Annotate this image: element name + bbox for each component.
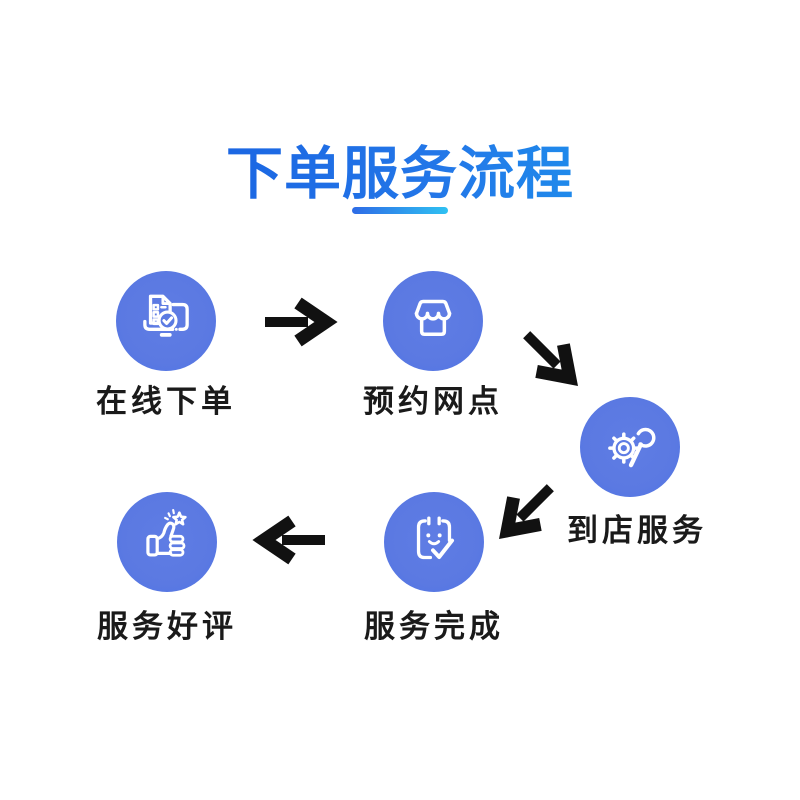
arrow-down-right-icon (508, 316, 591, 399)
arrow-right-icon (263, 297, 338, 347)
title-underline (352, 207, 448, 214)
page-title: 下单服务流程 (0, 128, 800, 210)
clipboard-smile-check-icon (401, 507, 467, 578)
gear-wrench-icon (597, 412, 663, 483)
step-label-in-store-service: 到店服务 (567, 513, 707, 548)
arrow-down-left-icon (485, 469, 568, 552)
step-circle-reserve-store (383, 271, 483, 371)
step-label-service-complete: 服务完成 (364, 609, 504, 644)
step-circle-service-complete (384, 492, 484, 592)
step-circle-online-order (116, 271, 216, 371)
step-circle-in-store-service (580, 397, 680, 497)
step-circle-good-review (117, 492, 217, 592)
arrow-left-icon (252, 515, 327, 565)
monitor-checklist-icon (133, 286, 199, 357)
step-label-reserve-store: 预约网点 (363, 384, 503, 419)
storefront-icon (400, 286, 466, 357)
step-label-good-review: 服务好评 (97, 609, 237, 644)
step-label-online-order: 在线下单 (96, 384, 236, 419)
thumbs-up-star-icon (134, 507, 200, 578)
